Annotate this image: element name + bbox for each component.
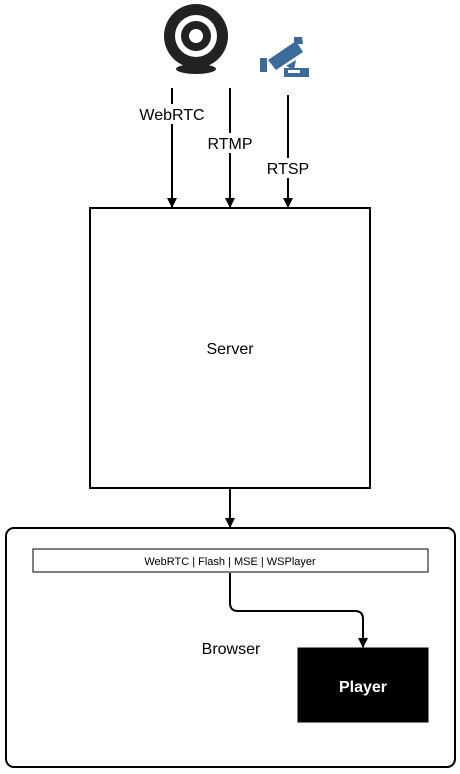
tech-bar <box>32 548 429 573</box>
player-label: Player <box>339 679 387 696</box>
security-camera-icon <box>260 37 309 77</box>
webrtc-label: WebRTC <box>139 107 204 124</box>
tech-to-player-arrow <box>229 573 368 648</box>
webcam-icon <box>164 4 228 74</box>
browser-label: Browser <box>202 641 261 658</box>
player-box <box>297 647 429 723</box>
server-label: Server <box>206 341 254 358</box>
rtsp-label: RTSP <box>267 161 309 178</box>
tech-bar-label: WebRTC | Flash | MSE | WSPlayer <box>144 556 316 568</box>
rtmp-label: RTMP <box>207 136 252 153</box>
